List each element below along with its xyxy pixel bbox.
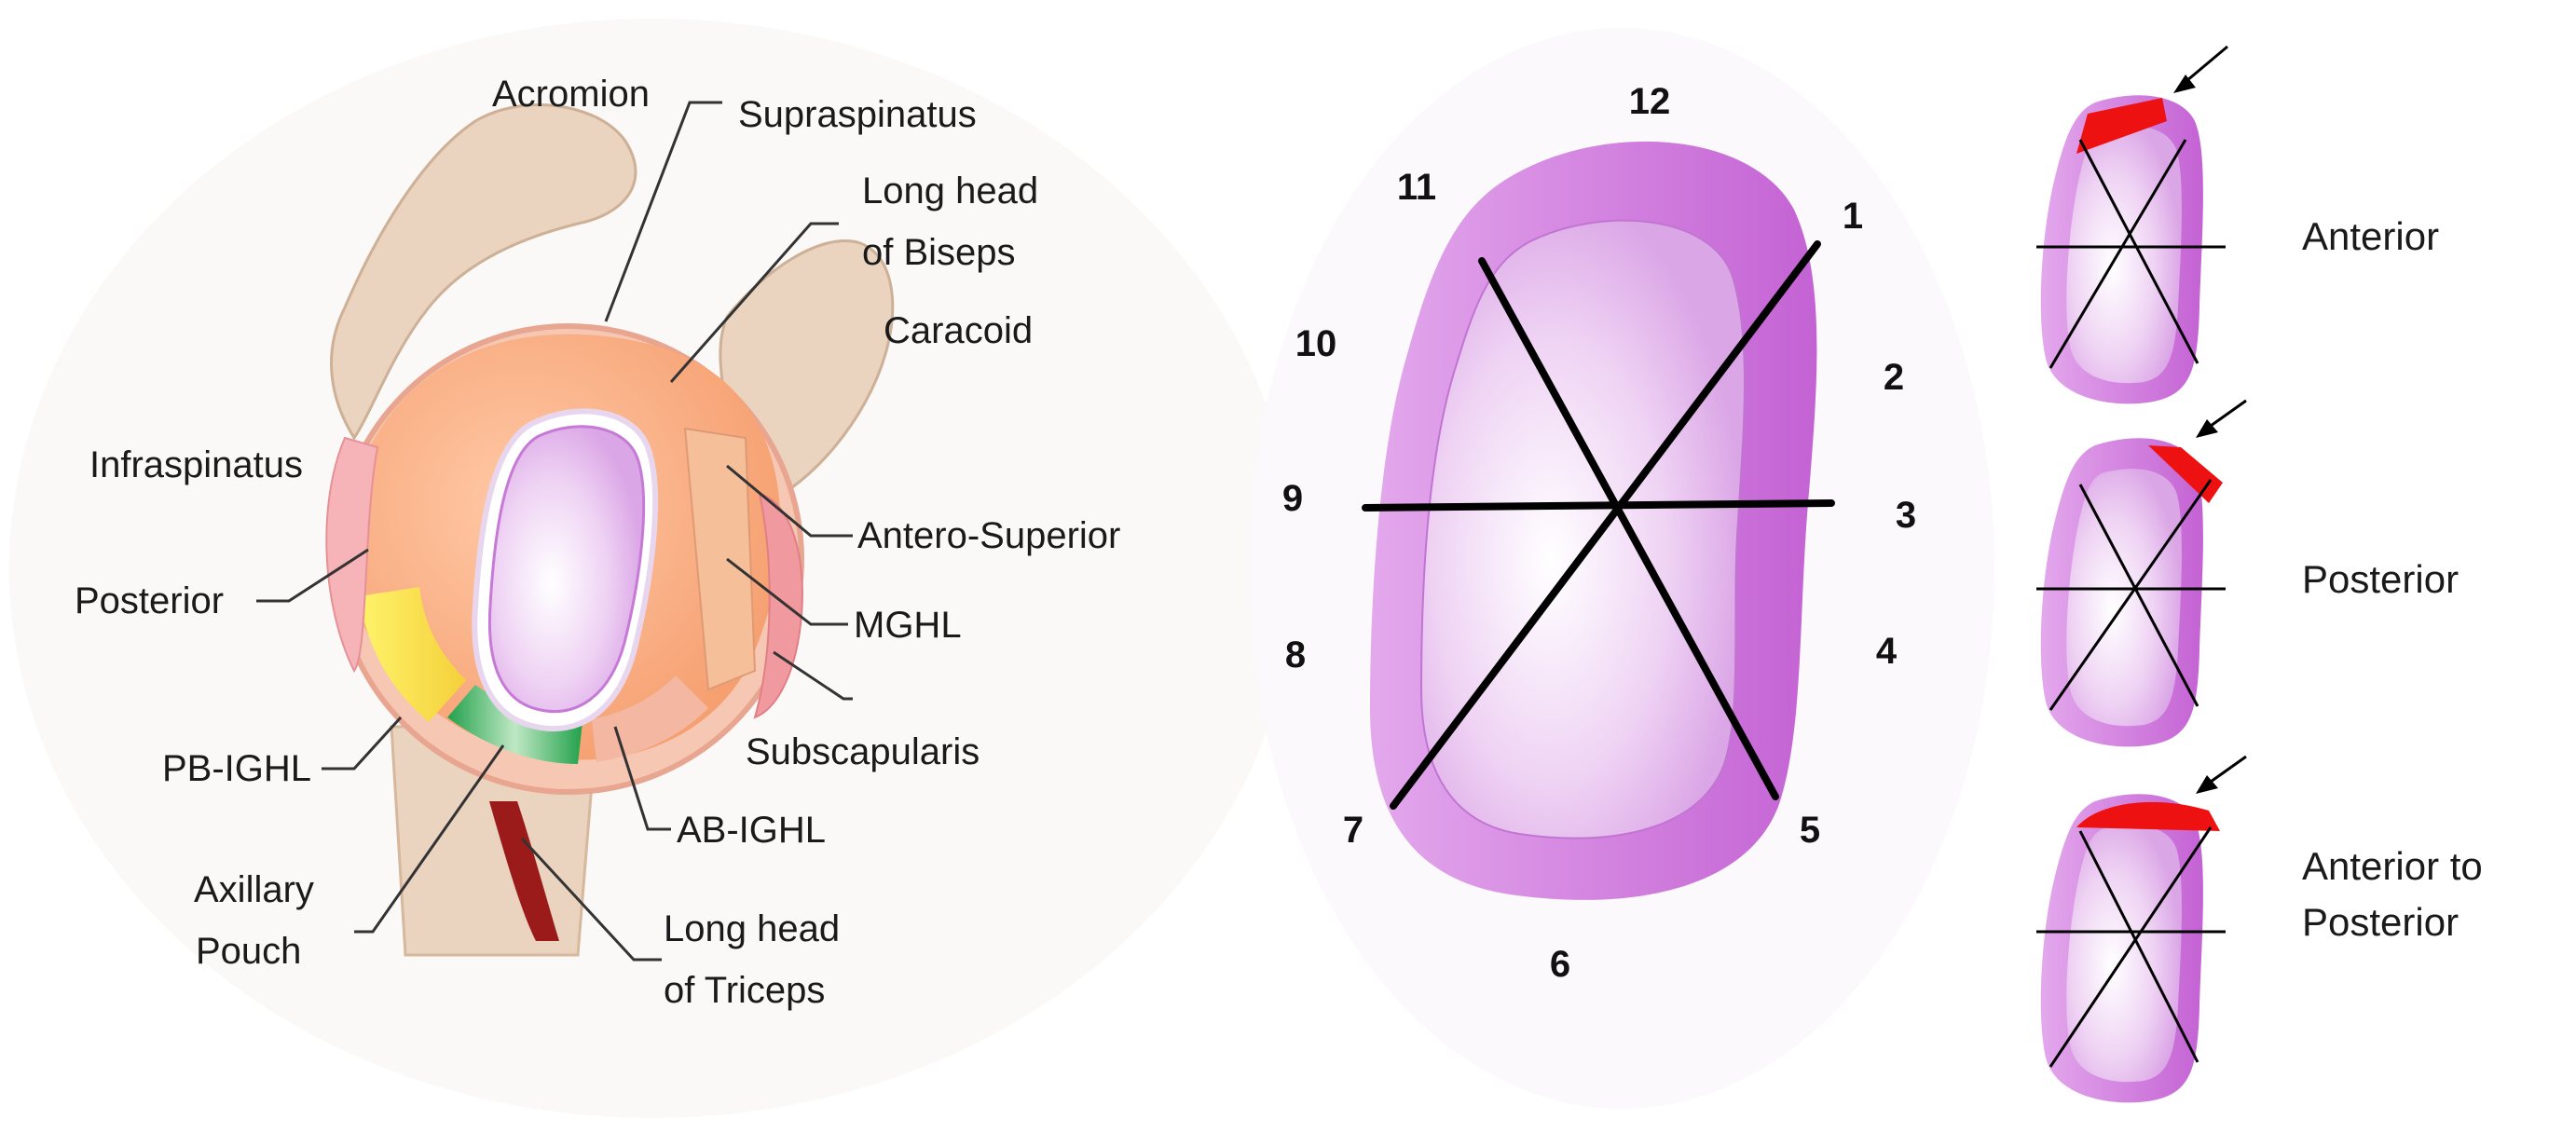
label-long-head-biceps-line1: Long head <box>862 171 1038 211</box>
label-caracoid: Caracoid <box>884 310 1033 351</box>
lesion-type-posterior: Posterior <box>2036 399 2459 747</box>
shoulder-illustration: Acromion Supraspinatus Long head of Bise… <box>9 19 1295 1118</box>
label-ab-ighl: AB-IGHL <box>677 810 826 851</box>
lesion-types-panel: Anterior Posterior Anterior to Posteri <box>2036 45 2483 1103</box>
thumb-line-diag-b <box>2048 479 2213 711</box>
clock-number-7: 7 <box>1343 810 1363 851</box>
label-axillary-pouch-line1: Axillary <box>194 869 314 910</box>
label-infraspinatus: Infraspinatus <box>89 444 303 485</box>
thumb-line-diag-a <box>2078 139 2199 364</box>
thumb-line-diag-b <box>2048 826 2213 1068</box>
lesion-label-anterior-to-posterior-line1: Anterior to <box>2302 844 2483 888</box>
leader-triceps <box>520 837 662 962</box>
clock-number-10: 10 <box>1295 323 1337 364</box>
clock-line-9-3 <box>1362 499 1835 512</box>
subscapularis-muscle <box>753 492 803 719</box>
clock-number-5: 5 <box>1800 810 1820 851</box>
leader-biceps <box>669 222 839 383</box>
leader-subscapularis <box>773 650 853 701</box>
label-acromion: Acromion <box>492 74 650 115</box>
glenoid-clock-diagram: 12 1 2 3 4 5 6 7 8 9 10 11 <box>1249 28 1994 1109</box>
label-long-head-triceps-line1: Long head <box>664 908 840 949</box>
subscapularis-tendon <box>683 427 757 691</box>
label-mghl: MGHL <box>854 605 962 646</box>
leader-antero-superior <box>726 464 853 538</box>
label-axillary-pouch-line2: Pouch <box>196 931 301 972</box>
clock-number-9: 9 <box>1282 478 1303 519</box>
thumb-glenoid-inner <box>2066 469 2182 727</box>
arrow-icon <box>2196 775 2218 794</box>
acromion-bone <box>330 103 637 441</box>
leader-ab-ighl <box>613 726 671 831</box>
label-subscapularis: Subscapularis <box>746 731 980 772</box>
lesion-marker-anterior <box>2076 98 2167 154</box>
lesion-label-anterior-to-posterior-line2: Posterior <box>2302 900 2459 944</box>
clock-line-1-7 <box>1390 240 1821 810</box>
clock-number-8: 8 <box>1285 634 1306 675</box>
leader-supraspinatus <box>604 101 722 322</box>
leader-posterior <box>256 548 369 603</box>
lesion-type-anterior: Anterior <box>2036 45 2439 404</box>
thumb-line-diag-a <box>2078 484 2199 707</box>
clock-number-4: 4 <box>1876 631 1898 672</box>
axillary-pouch-band <box>447 685 582 764</box>
thumb-glenoid-inner <box>2066 126 2182 384</box>
arrow-icon <box>2173 75 2196 93</box>
label-long-head-triceps-line2: of Triceps <box>664 970 825 1011</box>
lesion-type-anterior-to-posterior: Anterior to Posterior <box>2036 755 2483 1103</box>
clock-glenoid-inner <box>1419 219 1746 839</box>
label-pb-ighl: PB-IGHL <box>162 748 311 789</box>
leader-pb-ighl <box>322 716 403 771</box>
label-posterior: Posterior <box>75 580 224 621</box>
triceps-tendon <box>489 801 559 941</box>
clock-number-2: 2 <box>1884 357 1904 398</box>
clock-number-6: 6 <box>1550 944 1570 985</box>
label-antero-superior: Antero-Superior <box>857 515 1120 556</box>
clock-number-11: 11 <box>1397 167 1436 208</box>
clock-line-11-5 <box>1478 257 1779 800</box>
clock-number-12: 12 <box>1629 81 1671 122</box>
leader-axillary-pouch <box>354 744 505 934</box>
lesion-label-anterior: Anterior <box>2302 214 2439 258</box>
lesion-marker-anterior-to-posterior <box>2076 801 2220 831</box>
lesion-label-posterior: Posterior <box>2302 557 2459 601</box>
clock-number-1: 1 <box>1843 196 1863 237</box>
glenoid-illustration <box>487 425 646 713</box>
posterior-band <box>359 587 466 722</box>
infraspinatus-muscle <box>325 436 379 673</box>
label-supraspinatus: Supraspinatus <box>738 94 977 135</box>
thumb-line-diag-a <box>2078 830 2199 1063</box>
thumb-glenoid-inner <box>2066 825 2182 1083</box>
leader-mghl <box>726 557 848 626</box>
arrow-icon <box>2196 419 2218 438</box>
label-long-head-biceps-line2: of Biseps <box>862 232 1016 273</box>
thumb-line-diag-b <box>2048 139 2187 369</box>
clock-number-3: 3 <box>1896 495 1916 536</box>
